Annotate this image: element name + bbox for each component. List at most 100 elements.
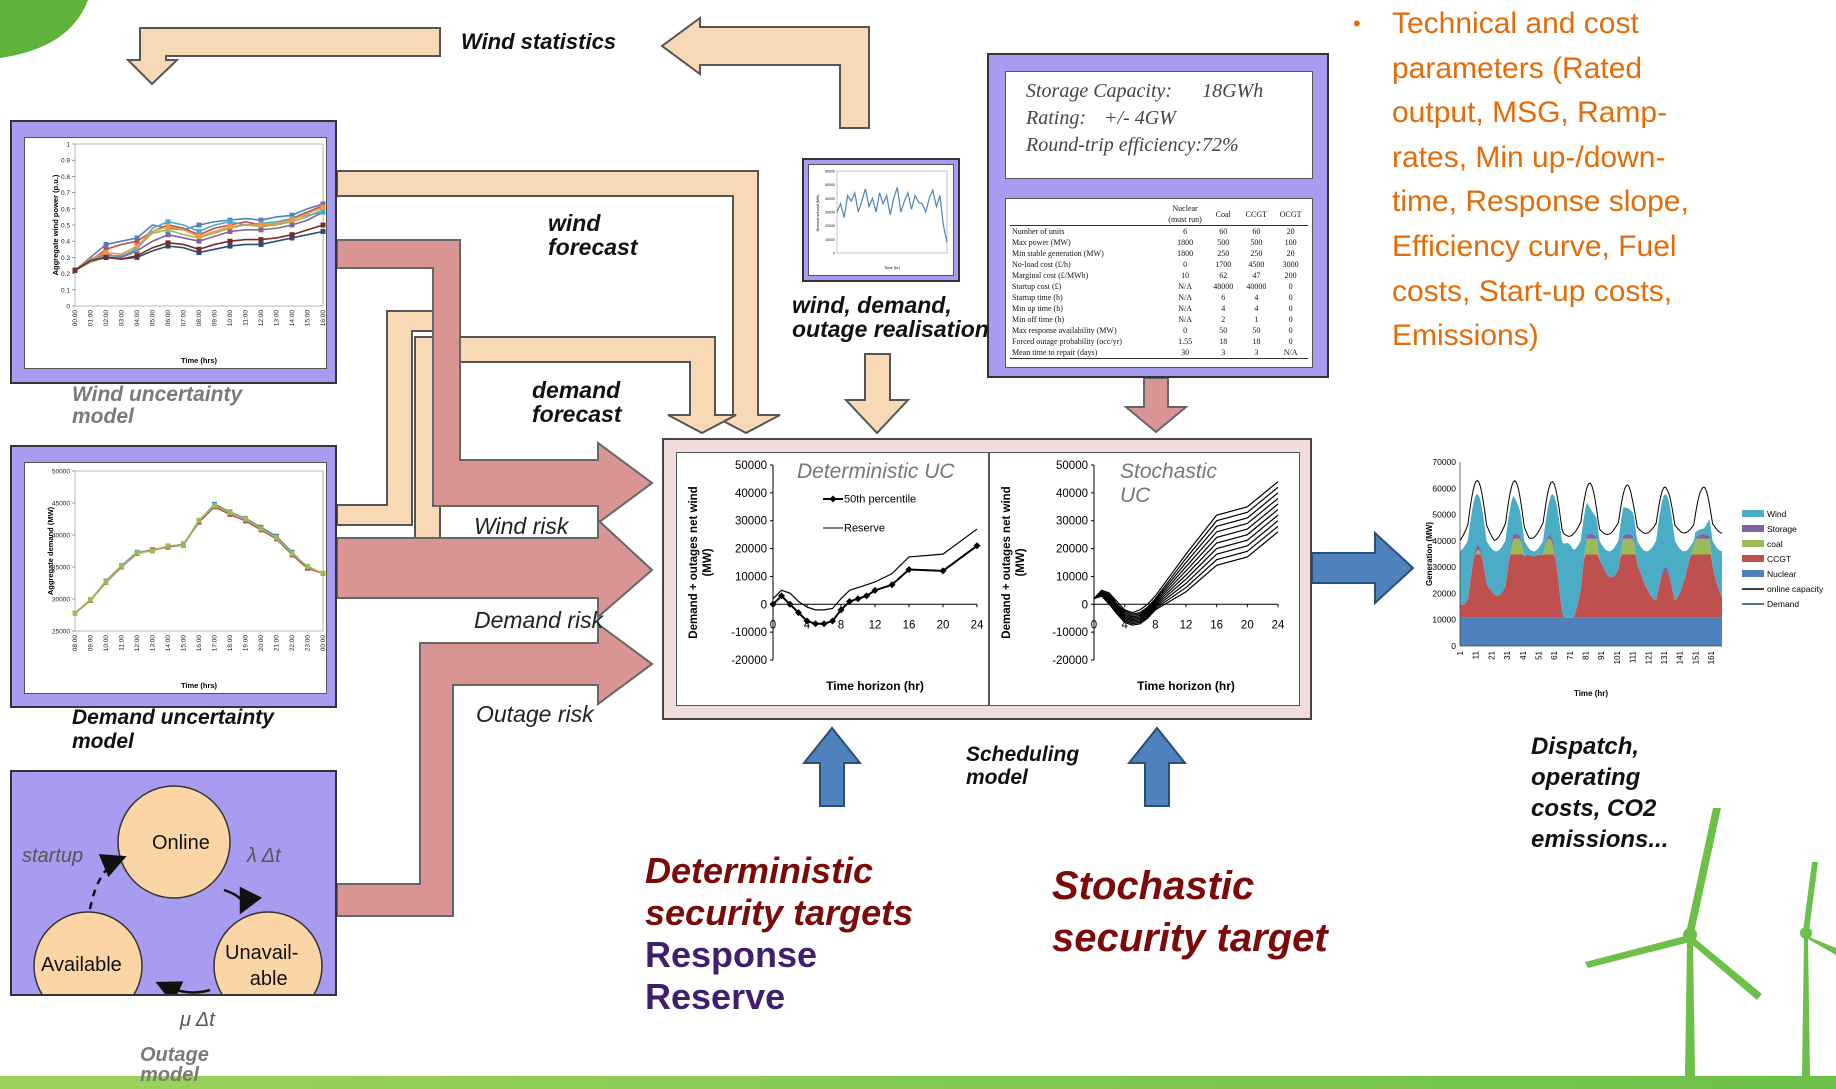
table-cell: 10 [1181, 271, 1190, 280]
y-tick-label: 30000 [825, 211, 835, 215]
y-tick-label: 50000 [1432, 510, 1456, 520]
data-point [181, 542, 186, 548]
table-cell: 500 [1217, 238, 1230, 247]
legend-label: Nuclear [1767, 569, 1796, 579]
chart-title: Deterministic UC [797, 460, 955, 483]
y-tick-label: 0.7 [61, 190, 70, 197]
data-point [769, 600, 777, 608]
x-tick-label: 12 [1180, 619, 1193, 631]
state-unavailable [213, 911, 323, 994]
table-cell: 0 [1288, 315, 1293, 324]
data-point [820, 620, 828, 628]
y-tick-label: 20000 [1432, 588, 1456, 598]
corner-green-shape [0, 0, 88, 58]
bullet-line: costs, Start-up costs, [1392, 274, 1673, 308]
state-online-label: Online [152, 832, 210, 854]
y-tick-label: -20000 [1052, 655, 1088, 667]
area-layer [1460, 617, 1722, 646]
parameters-arrow [1123, 377, 1189, 434]
data-point [119, 563, 124, 569]
table-cell: 0 [1183, 326, 1188, 335]
table-cell: 100 [1284, 238, 1297, 247]
data-point [103, 250, 109, 256]
data-point [795, 609, 802, 617]
table-cell: 60 [1252, 227, 1261, 236]
y-tick-label: 30000 [735, 516, 767, 528]
storage-rating-label: Rating: [1026, 107, 1086, 129]
y-tick-label: 60000 [1432, 483, 1456, 493]
state-available [33, 911, 143, 994]
target-arrows [801, 726, 1188, 807]
data-point [863, 592, 870, 600]
y-tick-label: 0.5 [61, 223, 70, 230]
table-cell: Forced outage probability (occ/yr) [1012, 337, 1122, 346]
y-tick-label: 30000 [52, 597, 70, 604]
table-cell: 250 [1217, 249, 1230, 258]
y-tick-label: 35000 [52, 565, 70, 572]
table-cell: 250 [1250, 249, 1263, 258]
data-point [134, 550, 140, 556]
x-tick-label: 05:00 [150, 310, 157, 327]
plot-frame [74, 470, 324, 632]
y-tick-label: -20000 [731, 655, 767, 667]
data-point [196, 250, 202, 256]
bullet-line: Emissions) [1392, 319, 1539, 353]
data-point [846, 598, 853, 605]
x-axis-label: Time (hrs) [181, 681, 218, 690]
x-axis-label: Time (hrs) [181, 356, 218, 365]
startup-rate-label: startup [22, 845, 84, 867]
data-point [320, 209, 326, 215]
table-cell: 60 [1219, 227, 1228, 236]
data-point [258, 222, 264, 228]
x-tick-label: 81 [1582, 650, 1591, 659]
data-point [320, 204, 326, 210]
x-tick-label: 23:00 [305, 635, 312, 652]
outage-risk-label: Outage risk [476, 701, 594, 727]
data-point [939, 567, 947, 575]
y-tick-label: 40000 [1432, 536, 1456, 546]
y-axis-label: Aggregate wind power (p.u.) [51, 174, 60, 275]
data-point [888, 581, 896, 589]
x-tick-label: 22:00 [289, 635, 296, 652]
y-tick-label: 0 [761, 599, 767, 611]
table-cell: 20 [1286, 249, 1295, 258]
data-point [289, 222, 295, 228]
legend-label: online capacity [1767, 584, 1824, 594]
data-point [165, 232, 171, 238]
x-tick-label: 21 [1487, 650, 1496, 659]
arrow-available-online [88, 854, 127, 910]
x-tick-label: 20 [1241, 619, 1254, 631]
series-line [772, 544, 978, 625]
x-tick-label: 16 [903, 619, 916, 631]
y-axis-label: Demand + outages net wind(MW) [688, 486, 714, 638]
table-cell: 0 [1183, 260, 1188, 269]
y-tick-label: 70000 [1432, 457, 1456, 467]
data-point [196, 246, 202, 252]
y-tick-label: 25000 [52, 629, 70, 636]
data-point [227, 510, 233, 516]
x-tick-label: 00:00 [320, 635, 326, 652]
data-point [227, 219, 233, 225]
x-tick-label: 07:00 [181, 310, 188, 327]
x-tick-label: 24 [1272, 619, 1285, 631]
x-tick-label: 111 [1629, 650, 1638, 663]
table-cell: Startup cost (£) [1012, 282, 1062, 291]
y-tick-label: 0.4 [61, 239, 70, 246]
y-tick-label: 0 [1451, 641, 1456, 651]
data-point [320, 228, 326, 234]
outage-state-diagram [33, 785, 323, 994]
data-point [103, 246, 109, 252]
bottom-green-bar [0, 1076, 1836, 1089]
table-cell: 50 [1252, 326, 1261, 335]
y-tick-label: 40000 [735, 488, 767, 500]
